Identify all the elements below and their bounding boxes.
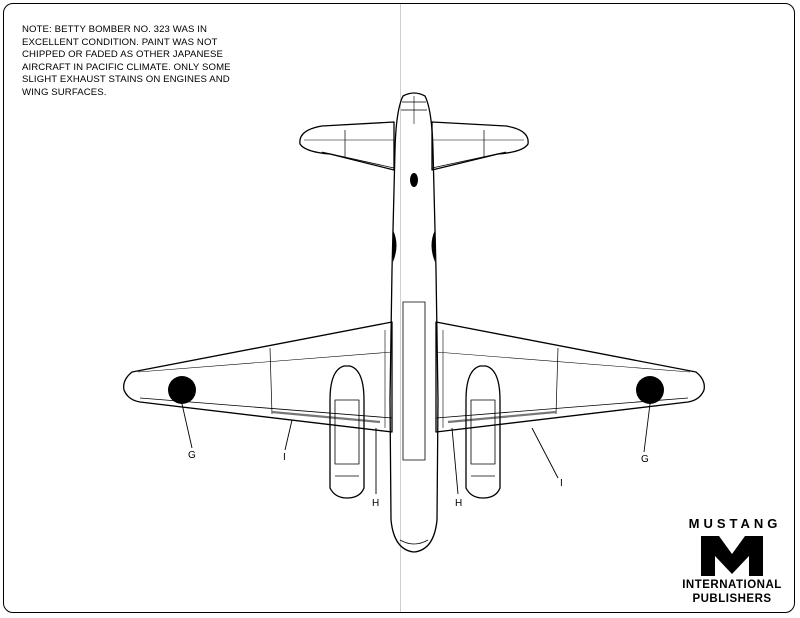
logo-letter: M (732, 563, 733, 565)
note-line: SLIGHT EXHAUST STAINS ON ENGINES AND (22, 74, 230, 86)
engine-nacelles (329, 365, 501, 499)
m-logo-icon: M (701, 536, 763, 576)
note-line: EXCELLENT CONDITION. PAINT WAS NOT (22, 36, 218, 48)
publisher-name: MUSTANG (688, 516, 782, 531)
callout-g-left: G (188, 450, 196, 461)
callout-i-right: I (560, 478, 563, 489)
note-line: CHIPPED OR FADED AS OTHER JAPANESE (22, 49, 224, 61)
fuselage-markings (393, 173, 435, 262)
page-frame (3, 3, 795, 613)
main-wing (123, 321, 705, 433)
publisher-line-1: INTERNATIONAL (682, 579, 782, 591)
callout-h-right: H (455, 498, 463, 509)
callout-i-left: I (283, 452, 286, 463)
callout-leaders (181, 403, 651, 495)
callout-g-right: G (641, 454, 649, 465)
note-line: AIRCRAFT IN PACIFIC CLIMATE. ONLY SOME (22, 61, 231, 73)
callout-h-left: H (372, 498, 380, 509)
center-fold-line (400, 4, 401, 612)
fuselage (389, 92, 439, 553)
horizontal-stabilizer (299, 121, 529, 171)
hinomaru-right (636, 376, 664, 404)
hinomaru-left (168, 376, 196, 404)
note-line: NOTE: BETTY BOMBER NO. 323 WAS IN (22, 24, 208, 35)
condition-note: NOTE: BETTY BOMBER NO. 323 WAS IN EXCELL… (22, 24, 262, 100)
note-line: WING SURFACES. (22, 86, 107, 98)
publisher-line-2: PUBLISHERS (692, 593, 772, 605)
publisher-logo: MUSTANG M INTERNATIONAL PUBLISHERS (672, 516, 792, 606)
